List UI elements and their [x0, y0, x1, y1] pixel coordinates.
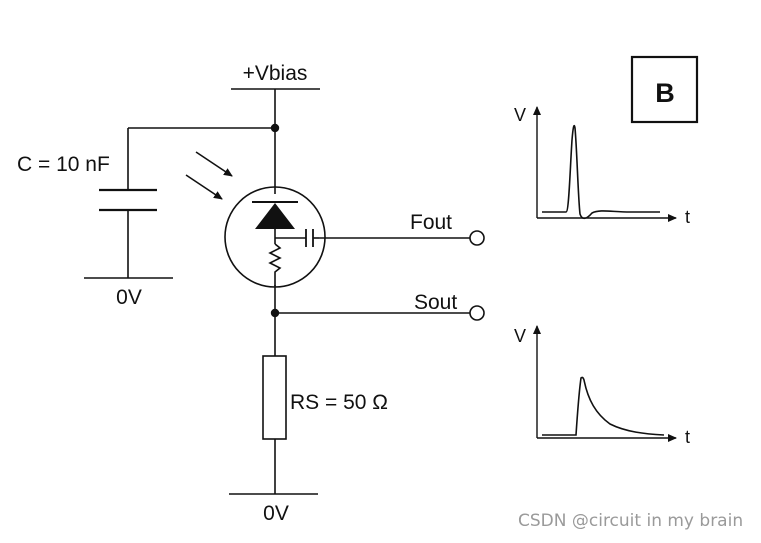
waveform-fast: V t [514, 105, 690, 227]
panel-label: B [630, 55, 699, 124]
waveform-fast-trace [542, 124, 660, 220]
waveform-slow: V t [514, 325, 690, 447]
resistor-ground-label: 0V [263, 502, 289, 525]
waveform-slow-y-label: V [514, 326, 526, 346]
capacitor-c: C = 10 nF [17, 153, 157, 212]
waveform-fast-x-label: t [685, 207, 690, 227]
photodiode [224, 186, 326, 288]
resistor-label: RS = 50 Ω [290, 391, 388, 414]
output-fast-label: Fout [410, 211, 452, 234]
capacitor-label: C = 10 nF [17, 153, 110, 176]
capacitor-ground: 0V [84, 277, 173, 309]
waveform-fast-y-label: V [514, 105, 526, 125]
junction-dot-top [270, 123, 280, 133]
resistor-rs: RS = 50 Ω [262, 355, 388, 440]
resistor-ground: 0V [229, 493, 318, 525]
watermark: CSDN @circuit in my brain [518, 511, 744, 531]
waveform-slow-x-label: t [685, 427, 690, 447]
light-arrows [185, 151, 233, 200]
output-slow-label: Sout [414, 291, 457, 314]
wires [127, 89, 470, 494]
capacitor-ground-label: 0V [116, 286, 142, 309]
panel-letter: B [655, 78, 675, 108]
supply-label: +Vbias [243, 62, 308, 85]
junction-dot-bottom [270, 308, 280, 318]
output-fast: Fout [410, 211, 485, 246]
supply-rail: +Vbias [231, 62, 320, 90]
waveform-slow-trace [542, 376, 665, 436]
output-slow: Sout [414, 291, 485, 321]
